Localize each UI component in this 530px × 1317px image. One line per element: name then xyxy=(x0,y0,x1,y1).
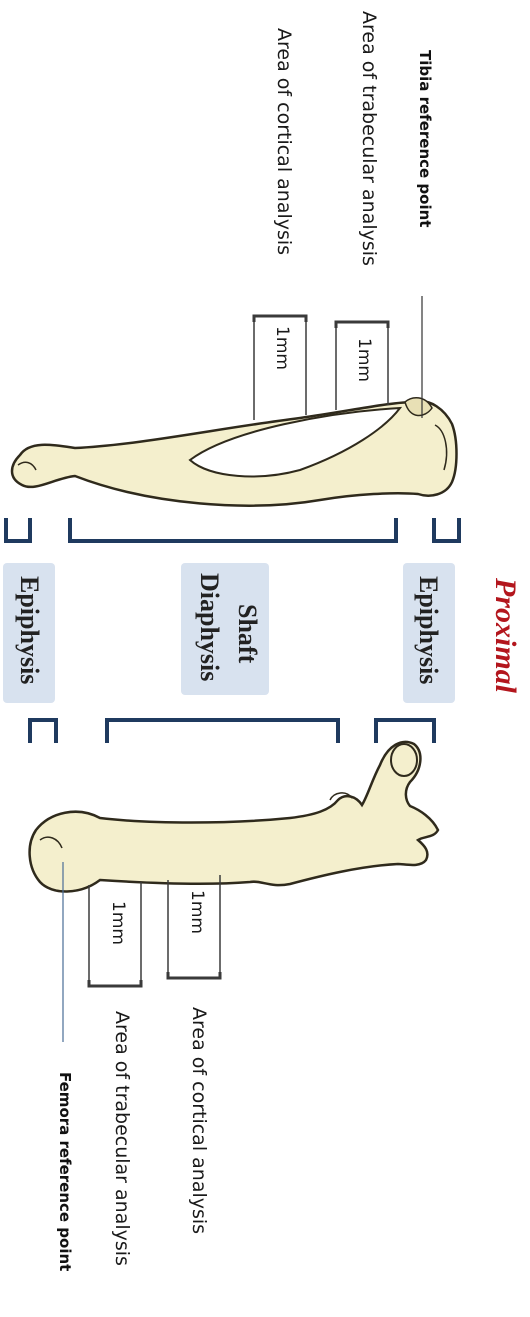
tibia-cortical-mm: 1mm xyxy=(273,326,290,370)
tibia-reference-label: Tibia reference point xyxy=(417,50,432,227)
shaft-label: Shaft xyxy=(234,604,260,663)
diaphysis-label: Diaphysis xyxy=(196,573,222,681)
tibia-trabecular-mm: 1mm xyxy=(355,338,372,382)
bracket-distal-epiphysis-tibia xyxy=(6,518,30,541)
tibia-cortical-label: Area of cortical analysis xyxy=(274,28,293,255)
bracket-proximal-epiphysis-femur xyxy=(376,720,434,743)
epiphysis-distal-label: Epiphysis xyxy=(16,576,42,684)
femur-cortical-mm: 1mm xyxy=(188,890,205,934)
femur-trabecular-label: Area of trabecular analysis xyxy=(112,1011,131,1266)
proximal-label: Proximal xyxy=(490,578,520,693)
femur-reference-label: Femora reference point xyxy=(57,1072,72,1271)
bracket-proximal-epiphysis-tibia xyxy=(434,518,459,541)
tibia-bone xyxy=(12,398,457,506)
femur-cortical-label: Area of cortical analysis xyxy=(189,1007,208,1234)
femur-bone xyxy=(30,742,438,892)
bracket-diaphysis-femur xyxy=(107,720,338,743)
femur-trabecular-mm: 1mm xyxy=(109,901,126,945)
tibia-trabecular-label: Area of trabecular analysis xyxy=(359,11,378,266)
bracket-distal-epiphysis-femur xyxy=(30,720,56,743)
bracket-diaphysis-tibia xyxy=(70,518,396,541)
epiphysis-proximal-label: Epiphysis xyxy=(415,576,441,684)
